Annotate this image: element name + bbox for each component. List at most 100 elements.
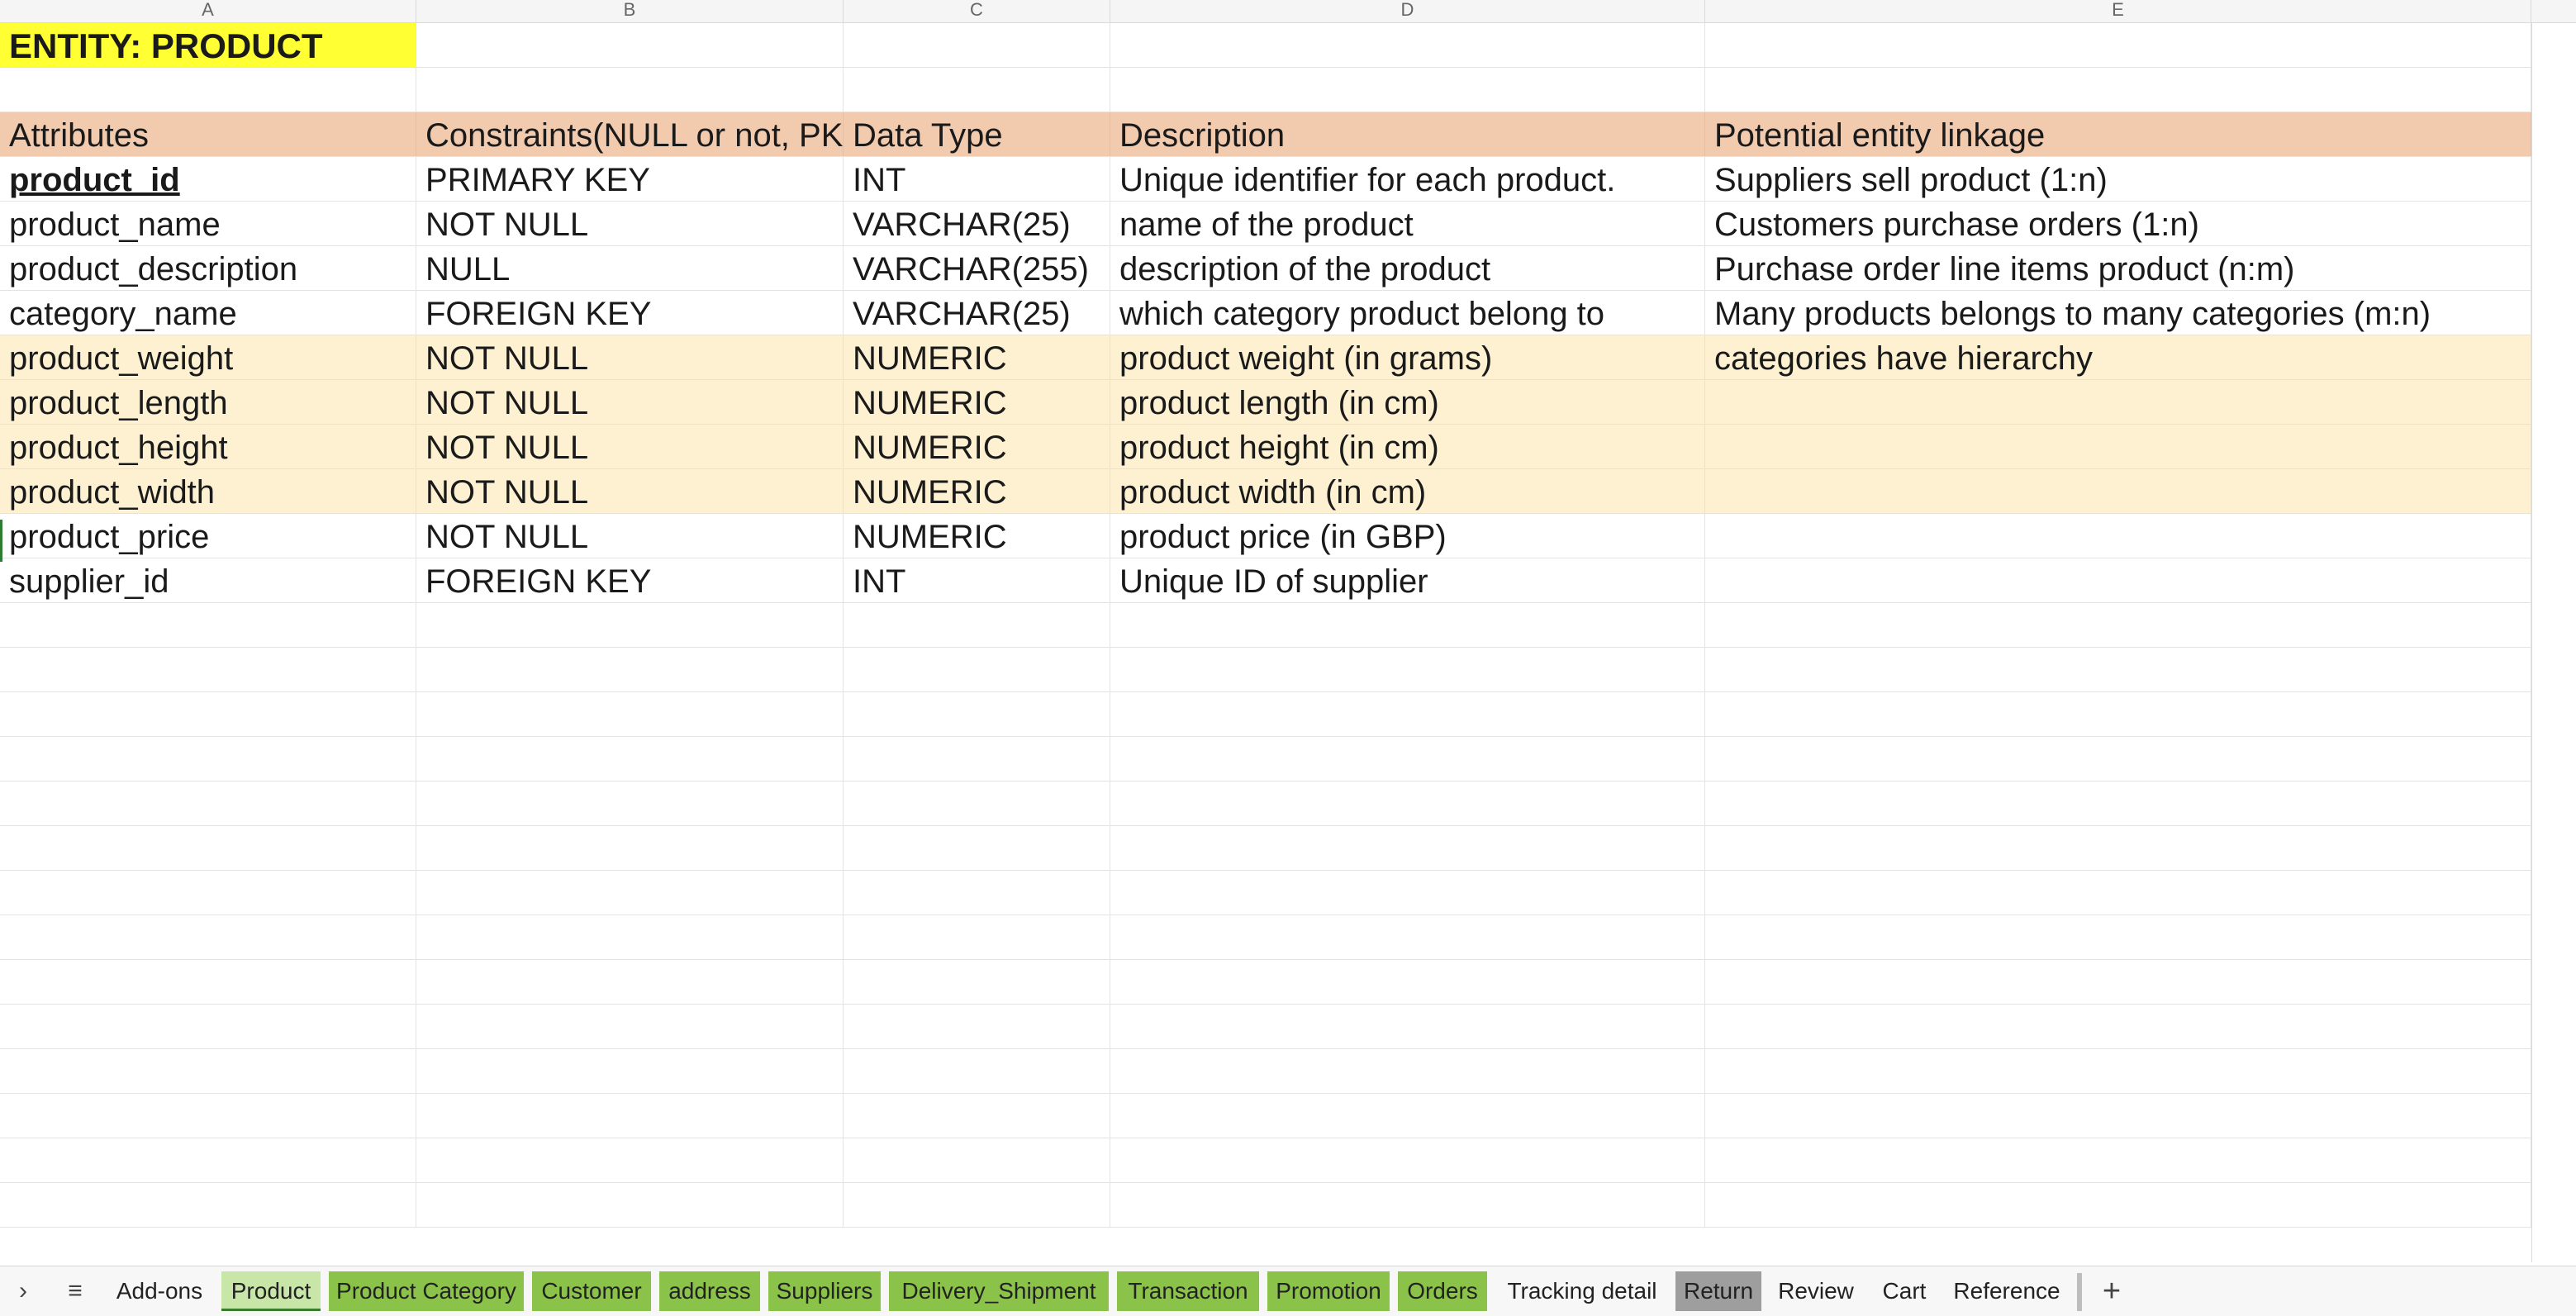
data-type-cell[interactable]: INT xyxy=(844,558,1110,602)
data-type-cell[interactable]: VARCHAR(255) xyxy=(844,246,1110,290)
linkage-cell[interactable] xyxy=(1705,380,2531,424)
tab-delivery-shipment[interactable]: Delivery_Shipment xyxy=(889,1271,1109,1311)
constraint-cell[interactable]: NOT NULL xyxy=(416,425,844,468)
empty-cell[interactable] xyxy=(844,68,1110,112)
linkage-cell[interactable] xyxy=(1705,469,2531,513)
empty-cell[interactable] xyxy=(0,1183,416,1227)
header-cell-attribute[interactable]: Attributes xyxy=(0,112,416,156)
empty-cell[interactable] xyxy=(844,23,1110,67)
empty-cell[interactable] xyxy=(1110,871,1705,915)
empty-cell[interactable] xyxy=(416,1094,844,1138)
tab-promotion[interactable]: Promotion xyxy=(1267,1271,1390,1311)
constraint-cell[interactable]: NOT NULL xyxy=(416,469,844,513)
attribute-cell[interactable]: supplier_id xyxy=(0,558,416,602)
empty-cell[interactable] xyxy=(416,871,844,915)
empty-cell[interactable] xyxy=(0,1094,416,1138)
linkage-cell[interactable]: categories have hierarchy xyxy=(1705,335,2531,379)
sheet-list-menu-icon[interactable]: ≡ xyxy=(68,1277,83,1304)
empty-cell[interactable] xyxy=(1110,915,1705,959)
constraint-cell[interactable]: FOREIGN KEY xyxy=(416,558,844,602)
empty-cell[interactable] xyxy=(0,871,416,915)
empty-cell[interactable] xyxy=(1110,1183,1705,1227)
description-cell[interactable]: description of the product xyxy=(1110,246,1705,290)
empty-cell[interactable] xyxy=(0,692,416,736)
empty-cell[interactable] xyxy=(844,960,1110,1004)
empty-cell[interactable] xyxy=(1110,68,1705,112)
tab-suppliers[interactable]: Suppliers xyxy=(768,1271,881,1311)
empty-cell[interactable] xyxy=(1705,737,2531,781)
empty-cell[interactable] xyxy=(0,960,416,1004)
empty-cell[interactable] xyxy=(416,915,844,959)
empty-cell[interactable] xyxy=(1110,648,1705,691)
empty-cell[interactable] xyxy=(416,1138,844,1182)
empty-cell[interactable] xyxy=(0,68,416,112)
column-header-b[interactable]: B xyxy=(416,0,844,22)
linkage-cell[interactable]: Many products belongs to many categories… xyxy=(1705,291,2531,335)
description-cell[interactable]: name of the product xyxy=(1110,202,1705,245)
tab-add-ons[interactable]: Add-ons xyxy=(116,1278,203,1304)
description-cell[interactable]: which category product belong to xyxy=(1110,291,1705,335)
header-cell-data-type[interactable]: Data Type xyxy=(844,112,1110,156)
constraint-cell[interactable]: FOREIGN KEY xyxy=(416,291,844,335)
linkage-cell[interactable]: Customers purchase orders (1:n) xyxy=(1705,202,2531,245)
description-cell[interactable]: product weight (in grams) xyxy=(1110,335,1705,379)
empty-cell[interactable] xyxy=(844,1005,1110,1048)
tab-customer[interactable]: Customer xyxy=(532,1271,651,1311)
attribute-cell[interactable]: category_name xyxy=(0,291,416,335)
constraint-cell[interactable]: NOT NULL xyxy=(416,514,844,558)
empty-cell[interactable] xyxy=(416,826,844,870)
empty-cell[interactable] xyxy=(1705,648,2531,691)
empty-cell[interactable] xyxy=(0,737,416,781)
tab-reference[interactable]: Reference xyxy=(1953,1278,2060,1304)
description-cell[interactable]: product height (in cm) xyxy=(1110,425,1705,468)
attribute-cell[interactable]: product_id xyxy=(0,157,416,201)
description-cell[interactable]: Unique ID of supplier xyxy=(1110,558,1705,602)
description-cell[interactable]: product length (in cm) xyxy=(1110,380,1705,424)
empty-cell[interactable] xyxy=(1110,603,1705,647)
tab-product-category[interactable]: Product Category xyxy=(329,1271,524,1311)
tab-review[interactable]: Review xyxy=(1778,1278,1854,1304)
attribute-cell[interactable]: product_name xyxy=(0,202,416,245)
empty-cell[interactable] xyxy=(0,826,416,870)
tab-address[interactable]: address xyxy=(659,1271,760,1311)
linkage-cell[interactable]: Suppliers sell product (1:n) xyxy=(1705,157,2531,201)
empty-cell[interactable] xyxy=(416,1005,844,1048)
empty-cell[interactable] xyxy=(844,603,1110,647)
empty-cell[interactable] xyxy=(416,1183,844,1227)
empty-cell[interactable] xyxy=(844,692,1110,736)
empty-cell[interactable] xyxy=(1705,603,2531,647)
empty-cell[interactable] xyxy=(1110,1005,1705,1048)
empty-cell[interactable] xyxy=(1705,782,2531,825)
constraint-cell[interactable]: NOT NULL xyxy=(416,380,844,424)
empty-cell[interactable] xyxy=(416,782,844,825)
data-type-cell[interactable]: NUMERIC xyxy=(844,380,1110,424)
data-type-cell[interactable]: NUMERIC xyxy=(844,469,1110,513)
attribute-cell[interactable]: product_description xyxy=(0,246,416,290)
constraint-cell[interactable]: NOT NULL xyxy=(416,202,844,245)
empty-cell[interactable] xyxy=(1110,1138,1705,1182)
description-cell[interactable]: Unique identifier for each product. xyxy=(1110,157,1705,201)
empty-cell[interactable] xyxy=(844,1049,1110,1093)
empty-cell[interactable] xyxy=(844,1094,1110,1138)
linkage-cell[interactable] xyxy=(1705,558,2531,602)
empty-cell[interactable] xyxy=(1705,1049,2531,1093)
header-cell-linkage[interactable]: Potential entity linkage xyxy=(1705,112,2531,156)
empty-cell[interactable] xyxy=(0,915,416,959)
entity-title-cell[interactable]: ENTITY: PRODUCT xyxy=(0,23,416,67)
linkage-cell[interactable] xyxy=(1705,514,2531,558)
data-type-cell[interactable]: NUMERIC xyxy=(844,514,1110,558)
empty-cell[interactable] xyxy=(1705,915,2531,959)
empty-cell[interactable] xyxy=(0,648,416,691)
empty-cell[interactable] xyxy=(1705,871,2531,915)
column-header-a[interactable]: A xyxy=(0,0,416,22)
empty-cell[interactable] xyxy=(844,915,1110,959)
empty-cell[interactable] xyxy=(0,1049,416,1093)
data-type-cell[interactable]: NUMERIC xyxy=(844,335,1110,379)
attribute-cell[interactable]: product_width xyxy=(0,469,416,513)
empty-cell[interactable] xyxy=(1110,737,1705,781)
empty-cell[interactable] xyxy=(416,68,844,112)
empty-cell[interactable] xyxy=(416,960,844,1004)
empty-cell[interactable] xyxy=(416,692,844,736)
header-cell-constraint[interactable]: Constraints(NULL or not, PK, FK) xyxy=(416,112,844,156)
empty-cell[interactable] xyxy=(844,737,1110,781)
